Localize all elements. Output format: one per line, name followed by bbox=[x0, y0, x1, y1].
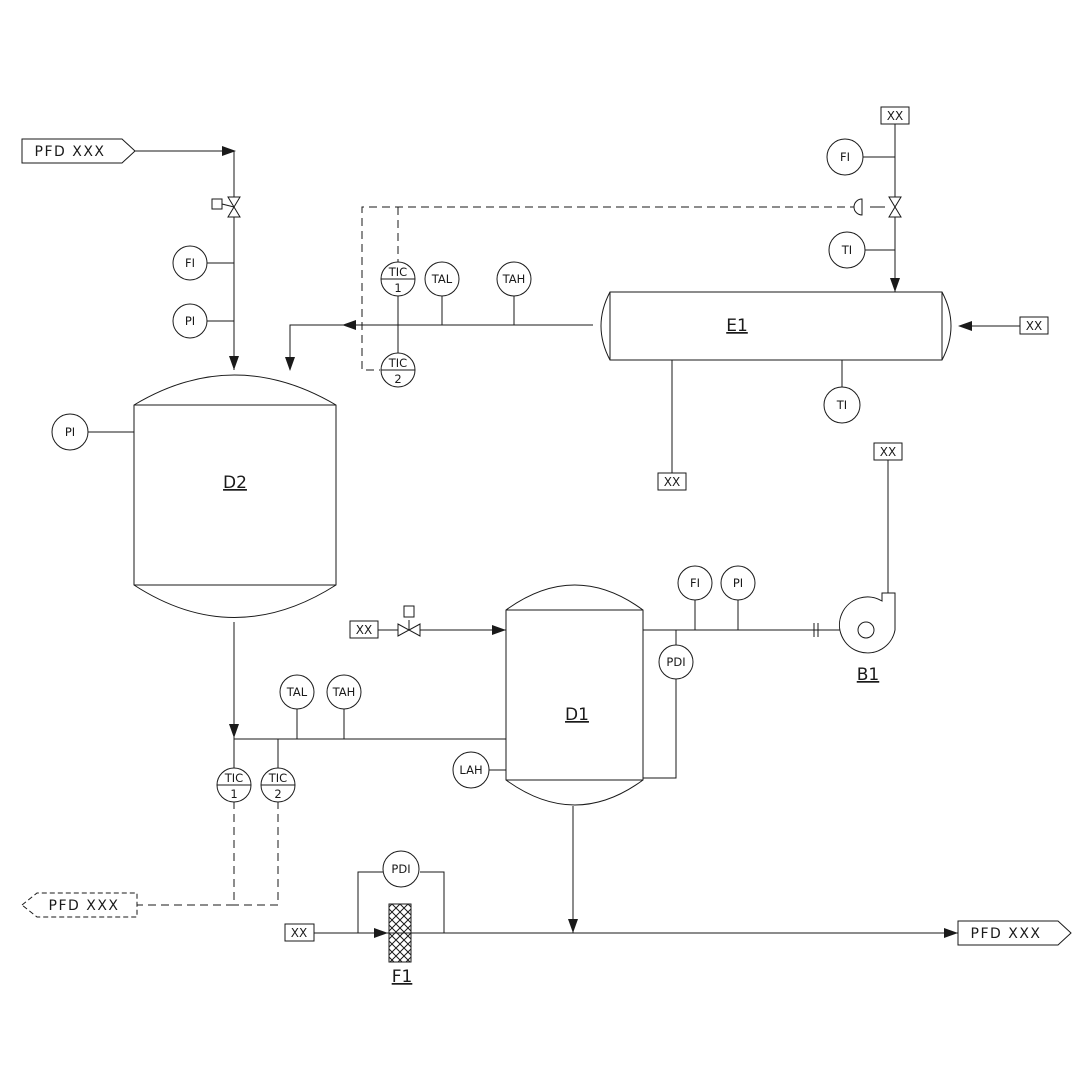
instrument-pi-b1[interactable]: PI bbox=[720, 565, 756, 601]
filter-f1[interactable]: F1 bbox=[388, 903, 413, 987]
svg-text:TI: TI bbox=[841, 243, 852, 257]
offpage-bottom-right[interactable]: PFD XXX bbox=[957, 920, 1072, 946]
svg-text:FI: FI bbox=[690, 576, 700, 590]
e1-label: E1 bbox=[726, 316, 748, 336]
instrument-pi-d2-feed[interactable]: PI bbox=[172, 303, 208, 339]
pdi-bottom-tap bbox=[643, 679, 677, 779]
svg-text:2: 2 bbox=[394, 372, 401, 386]
arrow-e1-top bbox=[890, 278, 900, 292]
arrow-outlet-right bbox=[944, 928, 958, 938]
arrow-d2-outlet bbox=[229, 724, 239, 738]
e1-outlet-line bbox=[289, 324, 593, 370]
arrow-e1-outlet bbox=[342, 320, 356, 330]
vessel-d1[interactable]: D1 bbox=[505, 584, 644, 806]
svg-text:PFD XXX: PFD XXX bbox=[971, 926, 1042, 942]
instrument-tah-bot[interactable]: TAH bbox=[326, 674, 362, 710]
vessel-d2[interactable]: D2 bbox=[133, 374, 337, 618]
tag-e1-right[interactable]: XX bbox=[1019, 316, 1049, 335]
d1-label: D1 bbox=[565, 705, 589, 725]
svg-text:PFD XXX: PFD XXX bbox=[35, 144, 106, 160]
f1-label: F1 bbox=[392, 967, 413, 987]
signal-tic1-bot bbox=[137, 801, 235, 906]
svg-text:FI: FI bbox=[185, 256, 195, 270]
instrument-tal-bot[interactable]: TAL bbox=[279, 674, 315, 710]
svg-text:TIC: TIC bbox=[388, 265, 407, 279]
arrow-e1-right bbox=[958, 321, 972, 331]
svg-text:TAH: TAH bbox=[502, 272, 526, 286]
arrow-d2-top-inlet bbox=[285, 357, 295, 371]
instrument-fi-b1[interactable]: FI bbox=[677, 565, 713, 601]
tag-b1-top[interactable]: XX bbox=[873, 442, 903, 461]
instrument-pdi-d1[interactable]: PDI bbox=[658, 644, 694, 680]
tag-d1-inlet[interactable]: XX bbox=[349, 620, 379, 639]
b1-label: B1 bbox=[857, 665, 879, 685]
d1-inlet-valve[interactable] bbox=[397, 605, 421, 637]
svg-text:PFD XXX: PFD XXX bbox=[49, 898, 120, 914]
instrument-tic1-top[interactable]: TIC 1 bbox=[380, 261, 416, 297]
arrow-f1-inlet bbox=[374, 928, 388, 938]
instrument-tah-top[interactable]: TAH bbox=[496, 261, 532, 297]
arrow-d2-inlet bbox=[229, 356, 239, 370]
pdi-f1-right-tap bbox=[420, 871, 445, 933]
svg-text:XX: XX bbox=[664, 475, 680, 489]
offpage-top-left[interactable]: PFD XXX bbox=[21, 138, 136, 164]
svg-text:TIC: TIC bbox=[224, 771, 243, 785]
offpage-bottom-left[interactable]: PFD XXX bbox=[21, 892, 138, 918]
tag-f1-inlet[interactable]: XX bbox=[284, 923, 315, 942]
instrument-tic2-bot[interactable]: TIC 2 bbox=[260, 767, 296, 803]
signal-lines bbox=[137, 206, 858, 906]
tag-e1-bottom[interactable]: XX bbox=[657, 472, 687, 491]
process-lines bbox=[88, 124, 1020, 938]
pdi-f1-left-tap bbox=[357, 871, 383, 933]
svg-text:PI: PI bbox=[185, 314, 195, 328]
arrow-d1-outlet bbox=[568, 919, 578, 933]
svg-text:XX: XX bbox=[356, 623, 372, 637]
instrument-pi-d2[interactable]: PI bbox=[51, 413, 89, 451]
diaphragm-actuator-icon bbox=[853, 198, 863, 216]
arrow-d1-inlet bbox=[492, 625, 506, 635]
arrow-feed-right bbox=[222, 146, 236, 156]
svg-text:1: 1 bbox=[394, 281, 401, 295]
exchanger-e1[interactable]: E1 bbox=[600, 291, 952, 361]
signal-tic-valve bbox=[361, 206, 858, 371]
instrument-fi-d2-feed[interactable]: FI bbox=[172, 245, 208, 281]
svg-text:TAL: TAL bbox=[431, 272, 453, 286]
instrument-ti-e1-in[interactable]: TI bbox=[828, 231, 866, 269]
svg-text:PDI: PDI bbox=[666, 655, 685, 669]
svg-text:XX: XX bbox=[1026, 319, 1042, 333]
instrument-lah-d1[interactable]: LAH bbox=[452, 751, 490, 789]
valve-actuator-icon bbox=[403, 605, 415, 618]
svg-text:XX: XX bbox=[880, 445, 896, 459]
instrument-tic2-top[interactable]: TIC 2 bbox=[380, 352, 416, 388]
svg-text:PI: PI bbox=[65, 425, 75, 439]
svg-text:TAL: TAL bbox=[286, 685, 308, 699]
instrument-tic1-bot[interactable]: TIC 1 bbox=[216, 767, 252, 803]
instrument-fi-e1[interactable]: FI bbox=[826, 138, 864, 176]
pump-b1[interactable]: B1 bbox=[838, 592, 896, 685]
feed-control-valve[interactable] bbox=[211, 196, 241, 218]
d2-label: D2 bbox=[223, 473, 247, 493]
svg-text:XX: XX bbox=[291, 926, 307, 940]
svg-text:1: 1 bbox=[230, 787, 237, 801]
svg-text:TIC: TIC bbox=[268, 771, 287, 785]
signal-tic2-bot bbox=[234, 801, 279, 906]
svg-text:TI: TI bbox=[836, 398, 847, 412]
instrument-ti-e1-out[interactable]: TI bbox=[823, 386, 861, 424]
valve-actuator-icon bbox=[211, 198, 223, 210]
instrument-tal-top[interactable]: TAL bbox=[424, 261, 460, 297]
svg-text:TAH: TAH bbox=[332, 685, 356, 699]
instrument-pdi-f1[interactable]: PDI bbox=[382, 850, 420, 888]
svg-text:PI: PI bbox=[733, 576, 743, 590]
svg-text:TIC: TIC bbox=[388, 356, 407, 370]
tag-e1-top[interactable]: XX bbox=[880, 106, 910, 125]
svg-text:FI: FI bbox=[840, 150, 850, 164]
svg-text:2: 2 bbox=[274, 787, 281, 801]
svg-text:PDI: PDI bbox=[391, 862, 410, 876]
svg-text:XX: XX bbox=[887, 109, 903, 123]
svg-text:LAH: LAH bbox=[459, 763, 482, 777]
e1-control-valve[interactable] bbox=[853, 196, 902, 218]
